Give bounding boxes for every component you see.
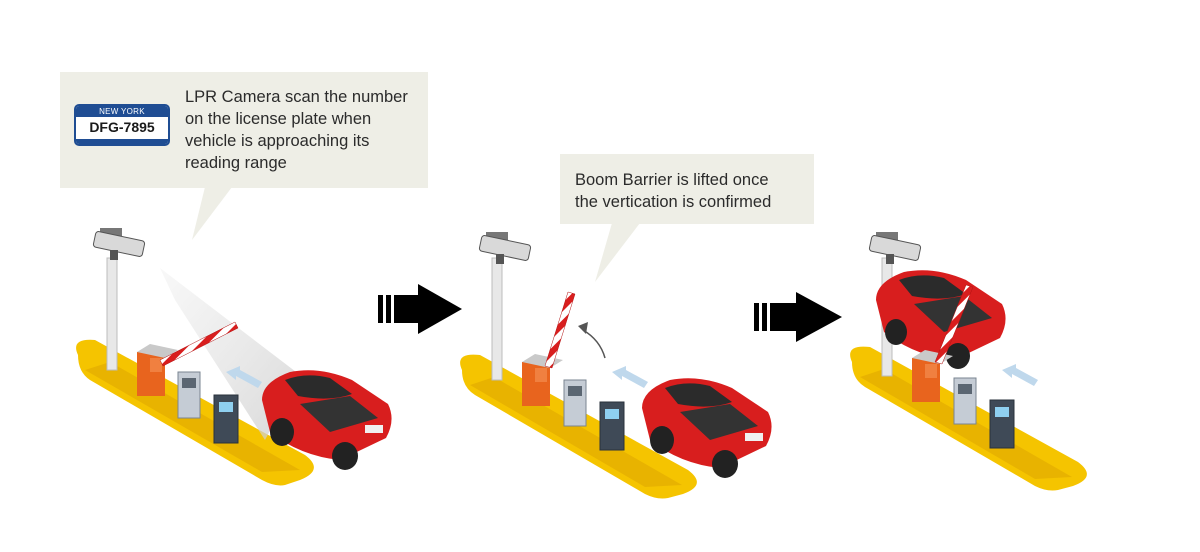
scene-3-vehicle-passes <box>850 232 1087 491</box>
callout-camera-scan: NEW YORK DFG-7895 LPR Camera scan the nu… <box>60 72 428 188</box>
lift-arc-arrow <box>582 329 606 359</box>
camera-pole <box>491 257 503 381</box>
callout-barrier-lifted: Boom Barrier is lifted once the verticat… <box>560 154 814 224</box>
direction-arrow-icon <box>226 366 262 388</box>
boom-barrier-icon <box>137 321 239 396</box>
step-arrow-1 <box>378 284 462 334</box>
ticket-machine-icon <box>599 401 625 451</box>
callout-2-text: Boom Barrier is lifted once the verticat… <box>575 171 772 211</box>
scene-1-camera-scan <box>76 228 392 486</box>
camera-pole <box>106 257 118 371</box>
car-icon <box>642 378 772 478</box>
step-arrow-2 <box>754 292 842 342</box>
license-plate: NEW YORK DFG-7895 <box>74 104 170 146</box>
barrier-arm <box>159 321 239 367</box>
callout-1-text: LPR Camera scan the number on the licens… <box>185 88 408 172</box>
ticket-machine-icon <box>563 379 587 427</box>
direction-arrow-icon <box>1002 364 1038 386</box>
plate-stripe <box>76 139 168 144</box>
barrier-arm <box>934 284 974 365</box>
callout-1-pointer <box>192 187 232 240</box>
lpr-camera-icon <box>478 232 532 264</box>
lpr-camera-icon <box>868 232 922 264</box>
car-icon <box>876 270 1006 369</box>
car-icon <box>262 370 392 470</box>
ticket-machine-icon <box>213 394 239 444</box>
ticket-machine-icon <box>953 377 977 425</box>
ticket-machine-icon <box>177 371 201 419</box>
ticket-machine-icon <box>989 399 1015 449</box>
lpr-camera-icon <box>92 228 146 260</box>
boom-barrier-icon <box>912 284 974 402</box>
boom-barrier-icon <box>522 291 576 406</box>
direction-arrow-icon <box>612 366 648 388</box>
plate-number: DFG-7895 <box>89 119 155 135</box>
plate-state: NEW YORK <box>76 106 168 117</box>
callout-2-pointer <box>595 223 640 282</box>
scene-2-barrier-lifted <box>460 232 772 499</box>
barrier-arm <box>544 291 576 369</box>
